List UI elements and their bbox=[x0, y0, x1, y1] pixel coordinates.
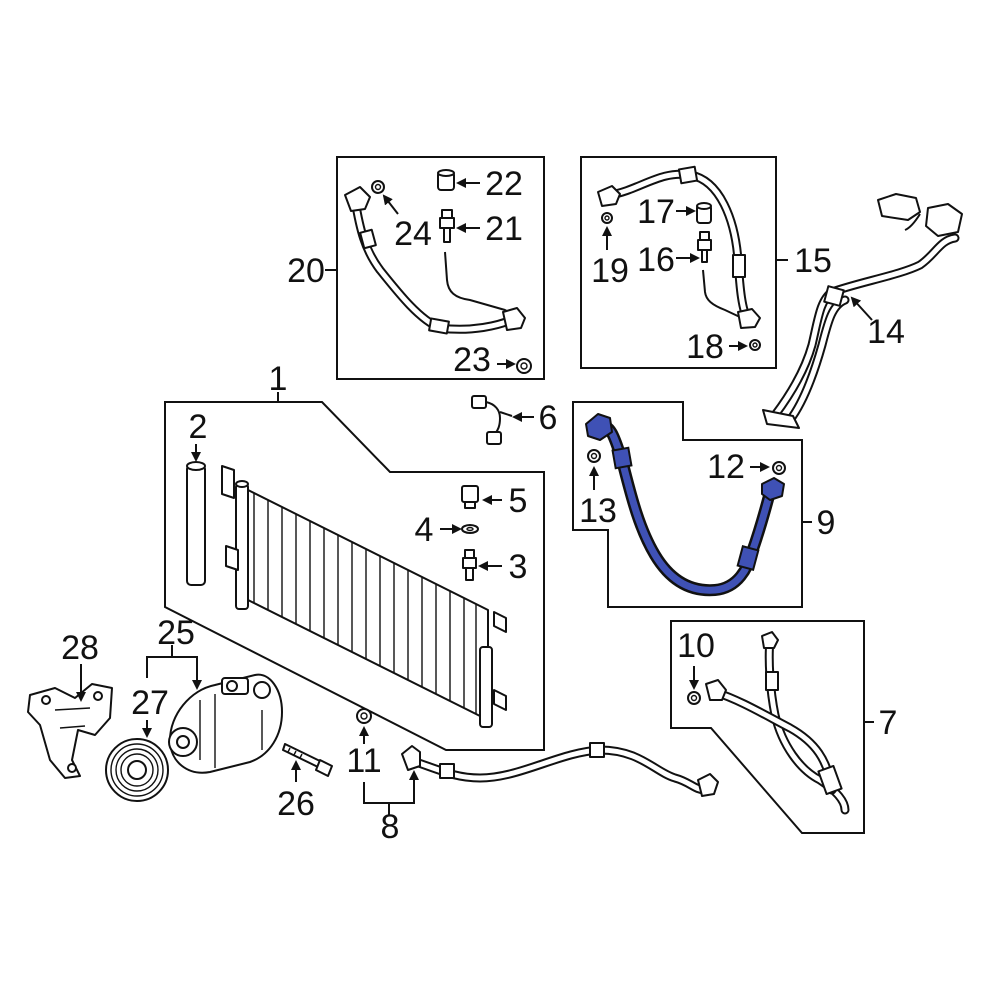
cap-17[interactable] bbox=[696, 202, 712, 224]
condenser-core[interactable] bbox=[221, 465, 507, 728]
o-ring-19[interactable] bbox=[601, 212, 613, 224]
callout-5: 5 bbox=[509, 482, 528, 520]
callout-20: 20 bbox=[287, 252, 325, 290]
o-ring-24[interactable] bbox=[371, 180, 385, 194]
callout-2: 2 bbox=[189, 408, 208, 446]
o-ring-18[interactable] bbox=[749, 339, 761, 351]
callout-labels: 1 2 3 4 5 6 7 8 9 10 11 12 13 14 15 16 1… bbox=[61, 165, 905, 846]
pulley-27[interactable] bbox=[105, 738, 169, 802]
valve-21[interactable] bbox=[439, 209, 455, 243]
group-box-1 bbox=[164, 392, 545, 751]
hose-assembly-7[interactable] bbox=[705, 631, 850, 815]
box-9-frame bbox=[572, 401, 803, 608]
o-ring-10[interactable] bbox=[687, 691, 701, 705]
callout-26: 26 bbox=[277, 785, 315, 823]
callout-24: 24 bbox=[394, 215, 432, 253]
callout-7: 7 bbox=[879, 704, 898, 742]
switch-5[interactable] bbox=[461, 485, 479, 509]
callout-6: 6 bbox=[539, 399, 558, 437]
callout-3: 3 bbox=[509, 548, 528, 586]
bracket-28[interactable] bbox=[27, 683, 113, 779]
callout-17: 17 bbox=[637, 193, 675, 231]
callout-12: 12 bbox=[707, 448, 745, 486]
callout-11: 11 bbox=[346, 742, 381, 780]
callout-13: 13 bbox=[579, 492, 617, 530]
hose-assembly-14[interactable] bbox=[762, 193, 963, 429]
callout-23: 23 bbox=[453, 341, 491, 379]
group-box-7 bbox=[670, 620, 874, 834]
receiver-drier-2[interactable] bbox=[186, 461, 206, 586]
o-ring-12[interactable] bbox=[772, 461, 786, 475]
callout-1: 1 bbox=[269, 360, 288, 398]
o-ring-13[interactable] bbox=[587, 449, 601, 463]
bolt-26[interactable] bbox=[282, 743, 333, 777]
callout-18: 18 bbox=[686, 328, 724, 366]
callout-10: 10 bbox=[677, 627, 715, 665]
callout-21: 21 bbox=[485, 210, 523, 248]
o-ring-4[interactable] bbox=[461, 524, 479, 534]
callout-19: 19 bbox=[591, 252, 629, 290]
hose-assembly-15[interactable] bbox=[597, 165, 761, 329]
discharge-hose-9[interactable] bbox=[585, 413, 785, 597]
callout-22: 22 bbox=[485, 165, 523, 203]
cap-22[interactable] bbox=[437, 169, 455, 191]
group-box-15 bbox=[580, 156, 788, 369]
box-1-frame bbox=[164, 401, 545, 751]
callout-27: 27 bbox=[131, 684, 169, 722]
valve-3[interactable] bbox=[462, 549, 477, 581]
hose-assembly-8[interactable] bbox=[401, 742, 719, 797]
o-ring-23[interactable] bbox=[516, 358, 532, 374]
callout-28: 28 bbox=[61, 629, 99, 667]
box-7-frame bbox=[670, 620, 865, 834]
group-box-9 bbox=[572, 401, 812, 608]
hose-assembly-20[interactable] bbox=[344, 186, 526, 335]
callout-15: 15 bbox=[794, 242, 832, 280]
box-15-frame bbox=[580, 156, 777, 369]
group-box-20 bbox=[325, 156, 545, 380]
callout-9: 9 bbox=[817, 504, 836, 542]
callout-25: 25 bbox=[157, 614, 195, 652]
o-ring-11[interactable] bbox=[356, 708, 372, 724]
callout-8: 8 bbox=[381, 808, 400, 846]
valve-16[interactable] bbox=[697, 231, 712, 263]
sensor-6[interactable] bbox=[471, 395, 513, 445]
callout-14: 14 bbox=[867, 313, 905, 351]
box-20-frame bbox=[336, 156, 545, 380]
callout-4: 4 bbox=[415, 511, 434, 549]
callout-16: 16 bbox=[637, 241, 675, 279]
compressor-25[interactable] bbox=[168, 673, 283, 774]
